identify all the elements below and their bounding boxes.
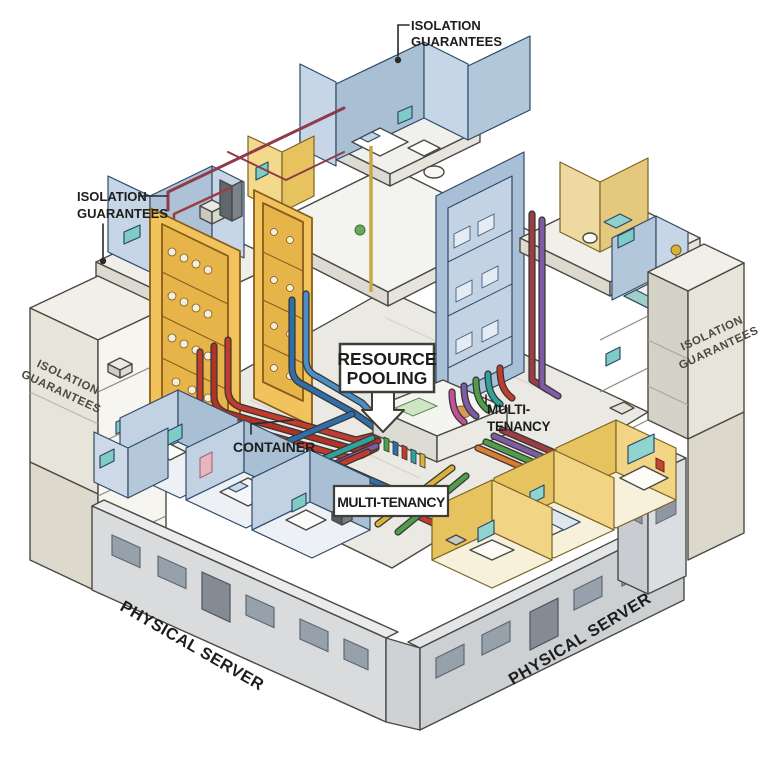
multi-tenancy-box [332,484,450,518]
isolation-top-dot [394,56,402,64]
multi-tenancy-boxed-text: MULTI-TENANCY [337,494,446,510]
isolation-top-leader [397,24,410,57]
isolation-top-line1: ISOLATION [411,18,481,33]
yellow-cabinets [149,106,346,464]
resource-pooling-box [338,342,436,394]
right-tower: ISOLATION GUARANTEES [599,243,761,561]
container-text: CONTAINER [233,439,315,455]
resource-pooling-line2: POOLING [347,368,428,388]
isolation-left-dot [99,257,107,265]
down-arrow [361,389,405,433]
isolation-top-line2: GUARANTEES [411,34,502,49]
cabinet-items [167,247,213,403]
gray-appliance [199,199,225,225]
resource-pooling-line1: RESOURCE [337,349,436,369]
multi-tenancy-plain-line2: TENANCY [487,419,550,434]
base-door-left [201,571,231,623]
top-center-rooms [227,35,549,307]
container-leader [250,419,294,435]
blue-rack-tower [435,151,525,417]
circuit-board [393,397,439,417]
rack-items [453,213,499,355]
hub-connectors [383,436,426,469]
bottom-right-wing [407,419,687,731]
base-windows-left [111,534,369,671]
bottom-left-wing [91,389,421,731]
isolation-left-line1: ISOLATION [77,189,147,204]
multi-tenancy-plain-line1: MULTI- [487,402,530,417]
desk-and-monitor [397,105,441,157]
blue-room-0 [93,427,169,499]
right-side-rooms [519,157,701,400]
yellow-room-3 [431,479,553,589]
isolation-left-line2: GUARANTEES [77,206,168,221]
dark-cabinet [219,179,243,222]
bed [351,127,409,157]
base-door-right [529,597,559,651]
